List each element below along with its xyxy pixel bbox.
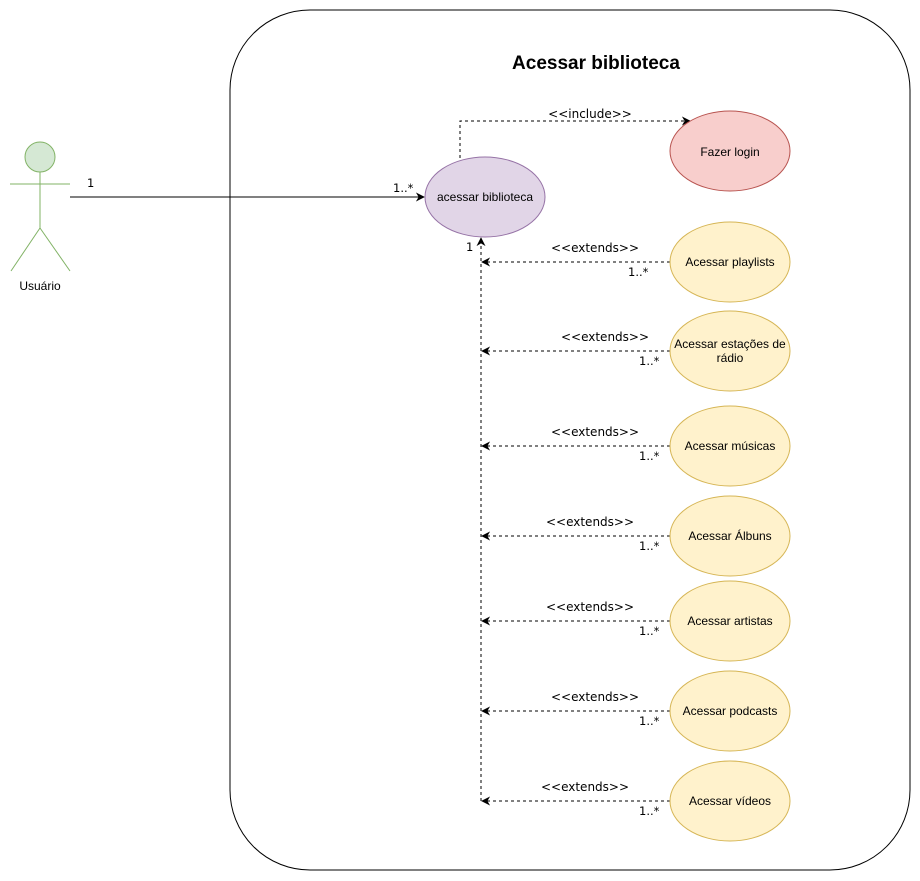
use-case-label: Acessar Álbuns	[688, 528, 771, 543]
extend-relation: <<extends>> 1..* Acessar Álbuns	[481, 495, 791, 577]
extend-multiplicity: 1..*	[639, 714, 660, 728]
extends-group: <<extends>>1..*Acessar playlists<<extend…	[481, 221, 791, 842]
use-case-ellipse	[669, 110, 791, 192]
include-edge	[459, 116, 691, 158]
use-case-label: Acessar podcasts	[683, 704, 778, 718]
extend-relation: <<extends>>1..* Acessar podcasts	[481, 670, 791, 752]
extend-multiplicity: 1..*	[639, 354, 660, 368]
extend-label: <<extends>>	[551, 241, 639, 255]
actor-leg-right	[39, 227, 71, 272]
use-case-label: Acessar playlists	[685, 255, 774, 269]
use-case-ellipse	[669, 580, 791, 662]
system-boundary	[229, 9, 911, 871]
include-label: <<include>>	[548, 107, 632, 121]
actor-head	[24, 141, 56, 173]
extend-multiplicity: 1..*	[639, 539, 660, 553]
diagram-title: Acessar biblioteca	[512, 53, 680, 74]
use-case-label: Acessar músicas	[685, 439, 776, 453]
use-case-ellipse	[669, 221, 791, 303]
main-use-case-extends-multiplicity: 1	[466, 240, 473, 254]
extend-label: <<extends>>	[551, 690, 639, 704]
use-case-fazer-login: Fazer login	[669, 110, 791, 192]
extend-relation: <<extends>> 1..* Acessar artistas	[481, 580, 791, 662]
use-case-label: acessar biblioteca	[437, 190, 533, 204]
use-case-ellipse	[424, 156, 546, 238]
use-case-ellipse	[669, 495, 791, 577]
use-case-label: Acessar vídeos	[689, 794, 771, 808]
actor-usuario: Usuário	[10, 141, 71, 293]
extend-multiplicity: 1..*	[628, 265, 649, 279]
extend-multiplicity: 1..*	[639, 804, 660, 818]
actor-multiplicity: 1	[87, 176, 94, 190]
actor-label: Usuário	[19, 279, 61, 293]
use-case-label: Acessar artistas	[687, 614, 772, 628]
use-case-ellipse	[669, 310, 791, 392]
use-case-ellipse	[669, 670, 791, 752]
extend-multiplicity: 1..*	[639, 449, 660, 463]
extend-relation: <<extends>>1..* Acessar músicas	[481, 405, 791, 487]
use-case-acessar-biblioteca: acessar biblioteca	[424, 156, 546, 238]
extend-label: <<extends>>	[541, 780, 629, 794]
main-use-case-actor-multiplicity: 1..*	[393, 181, 414, 195]
extend-relation: <<extends>> 1..* Acessar playlists	[481, 221, 791, 303]
use-case-ellipse	[669, 760, 791, 842]
extend-relation: <<extends>> 1..* Acessar vídeos	[481, 760, 791, 842]
extend-label: <<extends>>	[551, 425, 639, 439]
extend-label: <<extends>>	[561, 330, 649, 344]
extend-label: <<extends>>	[546, 515, 634, 529]
extend-label: <<extends>>	[546, 600, 634, 614]
use-case-ellipse	[669, 405, 791, 487]
extend-multiplicity: 1..*	[639, 624, 660, 638]
use-case-label: Fazer login	[700, 145, 759, 159]
actor-leg-left	[10, 227, 41, 272]
